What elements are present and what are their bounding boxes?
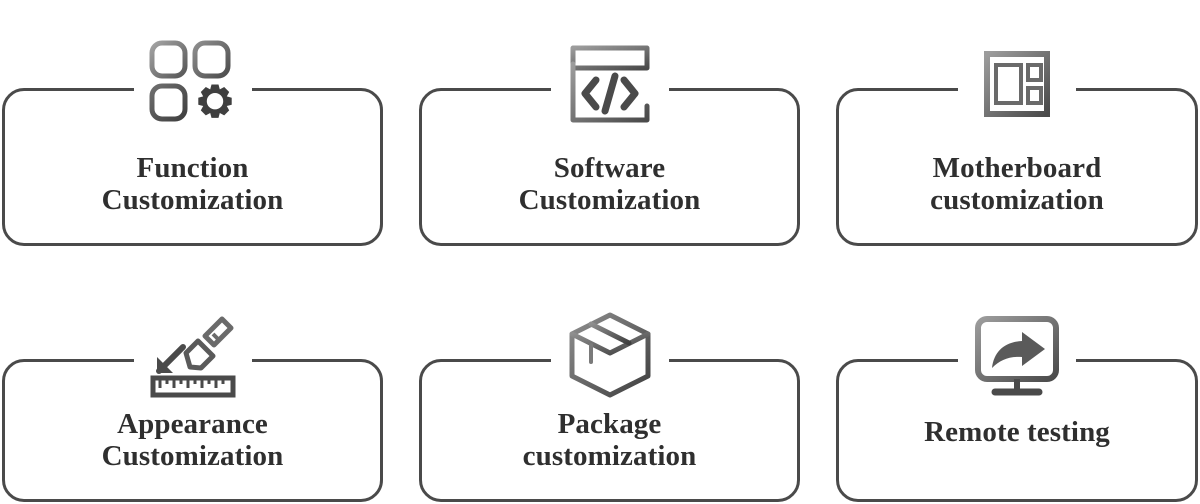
card-label: Function Customization xyxy=(0,152,385,217)
grid-cell: Remote testing xyxy=(834,316,1200,504)
card-label-line2: customization xyxy=(522,440,697,473)
motherboard-customization-icon xyxy=(963,30,1071,138)
card-outline xyxy=(2,359,383,502)
grid-cell: Function Customization xyxy=(0,0,385,248)
software-customization-icon xyxy=(556,30,664,138)
feature-card-package-customization[interactable]: Package customization xyxy=(417,312,802,504)
card-outline xyxy=(419,88,800,246)
remote-testing-icon xyxy=(963,301,1071,409)
feature-card-motherboard-customization[interactable]: Motherboard customization xyxy=(834,0,1200,248)
card-label-line2: Customization xyxy=(101,440,284,473)
card-label: Motherboard customization xyxy=(834,152,1200,217)
card-label-line1: Function xyxy=(136,152,249,184)
card-label-line1: Motherboard xyxy=(932,152,1102,184)
appearance-customization-icon xyxy=(139,301,247,409)
card-label: Appearance Customization xyxy=(0,408,385,473)
grid-cell: Software Customization xyxy=(417,0,802,248)
card-label-line1: Remote testing xyxy=(924,416,1110,448)
card-label: Package customization xyxy=(417,408,802,473)
card-label: Software Customization xyxy=(417,152,802,217)
grid-cell: Appearance Customization xyxy=(0,312,385,504)
feature-card-function-customization[interactable]: Function Customization xyxy=(0,0,385,248)
card-label-line1: Package xyxy=(557,408,662,440)
grid-cell: Motherboard customization xyxy=(834,0,1200,248)
card-label: Remote testing xyxy=(834,416,1200,448)
card-label-line2: Customization xyxy=(518,184,701,217)
feature-card-appearance-customization[interactable]: Appearance Customization xyxy=(0,312,385,504)
card-label-line1: Software xyxy=(553,152,666,184)
grid-cell: Package customization xyxy=(417,312,802,504)
feature-card-remote-testing[interactable]: Remote testing xyxy=(834,316,1200,504)
card-label-line1: Appearance xyxy=(117,408,268,440)
feature-card-software-customization[interactable]: Software Customization xyxy=(417,0,802,248)
card-label-line2: customization xyxy=(930,184,1104,217)
card-top-border-gap xyxy=(958,353,1076,367)
card-label-line2: Customization xyxy=(101,184,284,217)
function-customization-icon xyxy=(139,30,247,138)
package-customization-icon xyxy=(556,301,664,409)
